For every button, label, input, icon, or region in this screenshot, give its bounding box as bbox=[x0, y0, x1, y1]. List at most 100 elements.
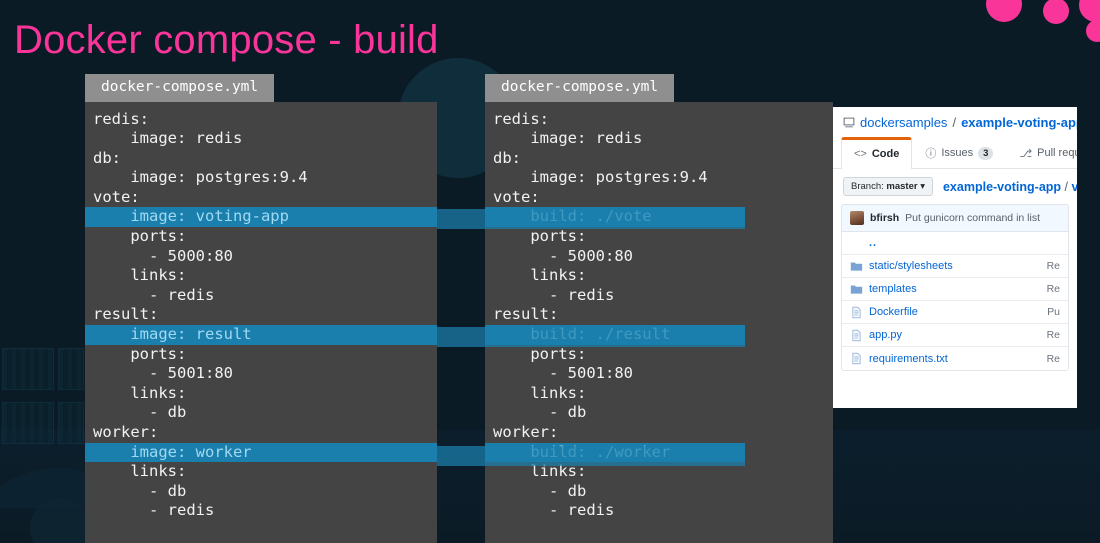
file-name-link[interactable]: templates bbox=[869, 283, 917, 295]
decorative-dot-4 bbox=[1086, 20, 1100, 42]
file-icon bbox=[852, 352, 861, 365]
file-commit-message: Re bbox=[1046, 260, 1060, 272]
code-line-highlighted: image: result bbox=[85, 325, 437, 345]
commit-message[interactable]: Put gunicorn command in list bbox=[905, 212, 1040, 224]
background-circle bbox=[30, 498, 90, 543]
code-line: links: bbox=[93, 383, 187, 402]
file-name-link[interactable]: .. bbox=[869, 237, 878, 249]
code-line: - 5001:80 bbox=[93, 364, 233, 383]
code-line: - db bbox=[93, 403, 187, 422]
breadcrumb-dir[interactable]: vote bbox=[1071, 179, 1077, 194]
breadcrumb: example-voting-app / vote / bbox=[943, 180, 1077, 194]
file-row[interactable]: requirements.txt Re bbox=[842, 347, 1068, 370]
code-line: links: bbox=[493, 383, 587, 402]
code-line-highlighted: image: worker bbox=[85, 442, 437, 463]
code-line: result: bbox=[93, 305, 159, 324]
tab-pull-requests[interactable]: ⎇ Pull requests 4 bbox=[1006, 137, 1077, 169]
code-line: - redis bbox=[93, 501, 215, 520]
code-tab-filename: docker-compose.yml bbox=[85, 74, 275, 102]
issue-icon: ⓘ bbox=[925, 148, 937, 160]
tab-issues-label: Issues bbox=[941, 147, 974, 159]
file-icon bbox=[852, 329, 861, 341]
code-line: ports: bbox=[493, 227, 587, 246]
code-line-highlighted: build: ./result bbox=[485, 325, 833, 345]
page-title: Docker compose - build bbox=[14, 18, 439, 62]
code-line: - redis bbox=[493, 285, 615, 304]
code-line: - redis bbox=[93, 285, 215, 304]
code-line: result: bbox=[493, 305, 559, 324]
github-path-separator: / bbox=[952, 115, 957, 130]
background-crate bbox=[2, 348, 54, 390]
file-name-link[interactable]: requirements.txt bbox=[869, 352, 948, 365]
github-repo-header: dockersamples / example-voting-app bbox=[833, 107, 1077, 136]
branch-prefix-label: Branch: bbox=[851, 181, 884, 192]
pull-request-icon: ⎇ bbox=[1019, 147, 1033, 160]
background-crate bbox=[58, 348, 84, 390]
folder-icon bbox=[850, 284, 863, 294]
file-row[interactable]: .. bbox=[842, 232, 1068, 255]
code-line: - db bbox=[493, 481, 587, 500]
tab-code-label: Code bbox=[871, 148, 900, 160]
background-crate bbox=[58, 402, 84, 444]
avatar bbox=[850, 211, 864, 225]
branch-selector[interactable]: Branch: master ▾ bbox=[843, 177, 933, 196]
code-line: links: bbox=[93, 266, 187, 285]
breadcrumb-separator: / bbox=[1064, 179, 1069, 194]
file-commit-message: Re bbox=[1046, 329, 1060, 341]
code-tab-filename: docker-compose.yml bbox=[485, 74, 675, 102]
code-line: - db bbox=[493, 403, 587, 422]
github-repo-link[interactable]: example-voting-app bbox=[961, 115, 1077, 130]
github-file-listing: bfirsh Put gunicorn command in list .. st… bbox=[841, 204, 1069, 371]
file-name-link[interactable]: Dockerfile bbox=[869, 306, 918, 318]
github-tab-bar: <> Code ⓘ Issues 3 ⎇ Pull requests 4 bbox=[833, 136, 1077, 169]
breadcrumb-repo[interactable]: example-voting-app bbox=[942, 179, 1062, 194]
github-owner-link[interactable]: dockersamples bbox=[860, 115, 948, 130]
code-line: vote: bbox=[493, 187, 540, 206]
file-row[interactable]: static/stylesheets Re bbox=[842, 255, 1068, 278]
code-line: - 5001:80 bbox=[493, 364, 633, 383]
code-line: image: postgres:9.4 bbox=[493, 168, 708, 187]
decorative-dot-2 bbox=[1043, 0, 1069, 24]
tab-code[interactable]: <> Code bbox=[841, 137, 913, 169]
file-name-link[interactable]: static/stylesheets bbox=[869, 260, 953, 272]
code-line: vote: bbox=[93, 187, 140, 206]
code-line: image: postgres:9.4 bbox=[93, 168, 308, 187]
code-icon: <> bbox=[854, 148, 867, 160]
branch-name-label: master bbox=[886, 181, 918, 192]
code-line: links: bbox=[93, 462, 187, 481]
decorative-dot-3 bbox=[1079, 0, 1100, 22]
code-line: ports: bbox=[493, 344, 587, 363]
github-repo-card: dockersamples / example-voting-app <> Co… bbox=[833, 107, 1077, 408]
code-line: worker: bbox=[493, 423, 559, 441]
decorative-dot-1 bbox=[986, 0, 1022, 22]
latest-commit-row: bfirsh Put gunicorn command in list bbox=[842, 205, 1068, 232]
code-line: - redis bbox=[493, 501, 615, 520]
folder-icon bbox=[850, 261, 863, 271]
code-line: - 5000:80 bbox=[93, 246, 233, 265]
commit-author[interactable]: bfirsh bbox=[870, 212, 900, 224]
code-line: links: bbox=[493, 266, 587, 285]
code-line: db: bbox=[493, 148, 521, 167]
code-line: image: redis bbox=[93, 129, 243, 148]
file-commit-message: Pu bbox=[1047, 306, 1060, 318]
code-line: ports: bbox=[93, 344, 187, 363]
file-row[interactable]: Dockerfile Pu bbox=[842, 301, 1068, 324]
code-line: - 5000:80 bbox=[493, 246, 633, 265]
file-name-link[interactable]: app.py bbox=[869, 329, 903, 341]
tab-issues[interactable]: ⓘ Issues 3 bbox=[912, 137, 1006, 169]
tab-pull-requests-label: Pull requests bbox=[1037, 147, 1077, 159]
code-line: links: bbox=[493, 462, 587, 481]
repo-icon bbox=[843, 117, 855, 127]
background-crate bbox=[2, 402, 54, 444]
file-row[interactable]: app.py Re bbox=[842, 324, 1068, 347]
code-line: redis: bbox=[93, 109, 149, 128]
code-line: db: bbox=[93, 148, 121, 167]
code-line: image: redis bbox=[493, 129, 643, 148]
file-commit-message: Re bbox=[1046, 352, 1060, 365]
